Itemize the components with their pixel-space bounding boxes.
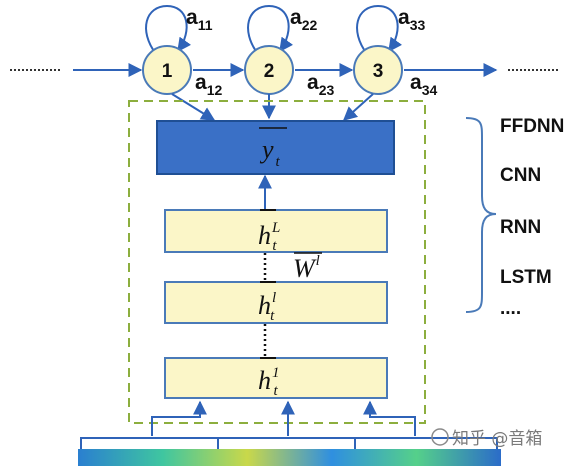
watermark-logo-icon — [431, 428, 449, 446]
state-node-3 — [353, 45, 403, 95]
self-transition-label-3: a33 — [398, 6, 425, 33]
model-type-cnn: CNN — [500, 165, 541, 186]
emission-arrow-3 — [342, 93, 374, 121]
model-types-brace — [465, 117, 497, 313]
model-type-lstm: LSTM — [500, 267, 552, 288]
transition-label-3-4: a34 — [410, 71, 437, 98]
hidden-layer-L-box — [164, 209, 388, 253]
output-layer-box — [156, 120, 395, 175]
input-frame-brackets — [80, 437, 498, 450]
self-loop-arrow-3 — [356, 4, 403, 55]
emission-arrows — [171, 93, 374, 121]
state-label-1: 1 — [162, 61, 173, 82]
hidden-layer-1-box — [164, 357, 388, 399]
emission-arrow-1 — [171, 93, 216, 121]
self-loop-arrow-2 — [247, 4, 294, 55]
state-label-3: 3 — [373, 61, 384, 82]
state-node-1 — [142, 45, 192, 95]
watermark-text: 知乎 @音箱 — [452, 429, 542, 449]
network-boundary — [128, 100, 426, 424]
weight-label: Wl — [293, 253, 320, 283]
self-loop-arrow-1 — [145, 4, 192, 55]
hmm-chain: 1 2 3 a11 a22 a33 a12 a23 a34 — [10, 4, 560, 98]
model-type-rnn: RNN — [500, 217, 541, 238]
model-type-ffdnn: FFDNN — [500, 116, 564, 137]
input-arrow-right — [363, 400, 416, 436]
spectrogram-strip — [78, 449, 501, 466]
self-transition-label-2: a22 — [290, 6, 317, 33]
input-arrow-left — [151, 400, 207, 436]
model-type-more: .... — [500, 298, 521, 319]
self-transition-label-1: a11 — [186, 6, 213, 33]
input-arrows — [151, 400, 416, 436]
state-label-2: 2 — [264, 61, 275, 82]
transition-label-1-2: a12 — [195, 71, 222, 98]
transition-label-2-3: a23 — [307, 71, 334, 98]
